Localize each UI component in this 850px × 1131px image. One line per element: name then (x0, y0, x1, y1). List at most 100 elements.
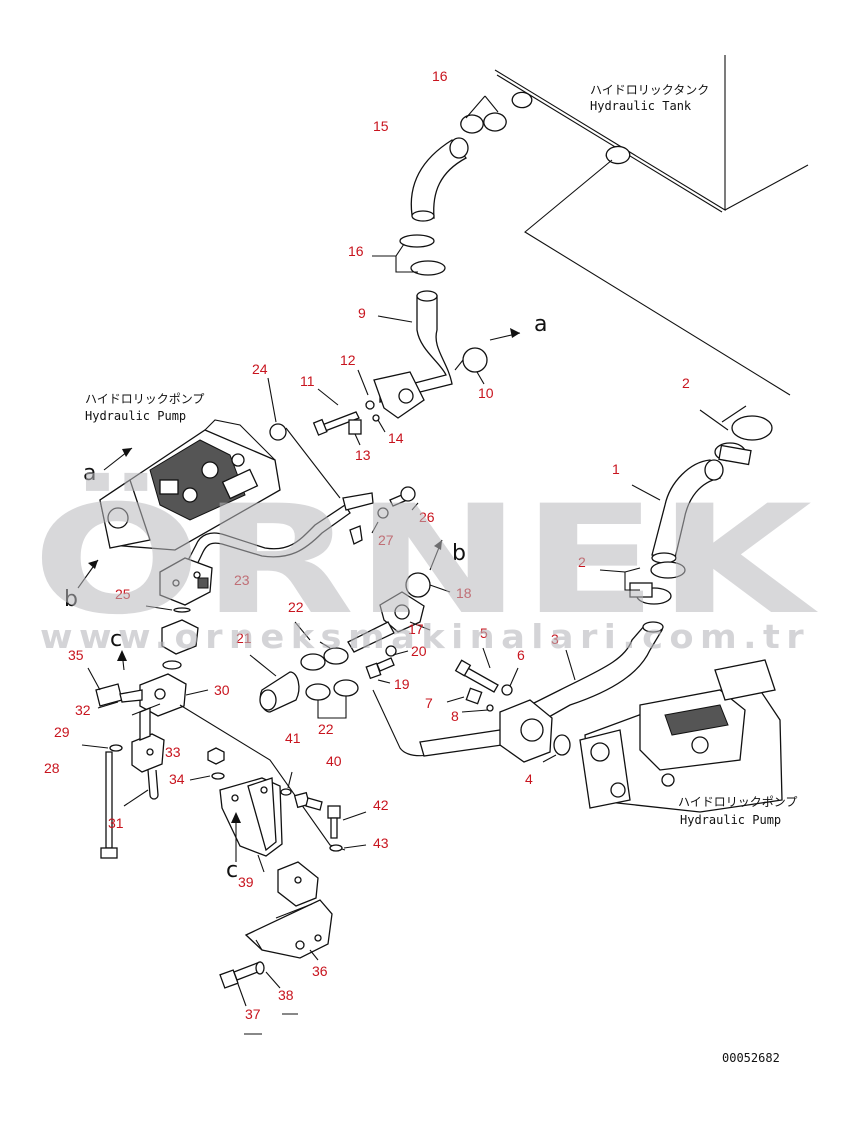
pn-16b: 16 (348, 243, 364, 259)
washer-29 (109, 744, 123, 752)
pn-32: 32 (75, 702, 91, 718)
washer-20 (385, 645, 397, 657)
pn-15: 15 (373, 118, 389, 134)
pn-2b: 2 (578, 554, 586, 570)
o-ring-lower (162, 660, 182, 670)
washer-12 (365, 400, 375, 410)
pn-21: 21 (236, 630, 252, 646)
part-numbers: 1 2 2 3 4 5 6 7 8 9 10 11 12 13 14 15 16… (44, 68, 690, 1022)
pn-18: 18 (456, 585, 472, 601)
block-30 (139, 673, 187, 717)
flange-right (499, 699, 553, 763)
washer-34 (211, 772, 225, 780)
washer-43 (329, 844, 343, 852)
pn-40: 40 (326, 753, 342, 769)
pn-16a: 16 (432, 68, 448, 84)
pn-42: 42 (373, 797, 389, 813)
block-33 (131, 733, 165, 773)
pn-28: 28 (44, 760, 60, 776)
hydraulic-tank (494, 55, 809, 396)
pn-30: 30 (214, 682, 230, 698)
pn-41: 41 (285, 730, 301, 746)
pn-36: 36 (312, 963, 328, 979)
pn-2a: 2 (682, 375, 690, 391)
pn-24: 24 (252, 361, 268, 377)
pipe-lower (419, 729, 503, 757)
bolt-5 (454, 659, 499, 693)
bolt-26 (389, 486, 416, 507)
o-ring-14 (372, 414, 380, 422)
bolt-28 (100, 751, 118, 859)
clamp-upper-36 (277, 861, 319, 907)
hose-15 (410, 137, 469, 222)
pn-37: 37 (245, 1006, 261, 1022)
pn-34: 34 (169, 771, 185, 787)
pipe-9 (377, 290, 453, 403)
fitting-35-32 (87, 667, 143, 709)
pn-23: 23 (234, 572, 250, 588)
pn-43: 43 (373, 835, 389, 851)
watermark-url: www.orneksmakinalari.com.tr (40, 617, 810, 656)
washer-27 (377, 507, 389, 519)
hose-21 (259, 671, 300, 713)
pn-20: 20 (411, 643, 427, 659)
pn-39: 39 (238, 874, 254, 890)
tank-label-en: Hydraulic Tank (590, 99, 692, 113)
pn-17: 17 (408, 621, 424, 637)
pn-38: 38 (278, 987, 294, 1003)
pn-11: 11 (300, 373, 315, 389)
bolt-7 (465, 687, 483, 705)
pump-left-label-en: Hydraulic Pump (85, 409, 186, 423)
washer-41 (280, 788, 292, 796)
ball-24 (269, 423, 287, 441)
pump-right-label-en: Hydraulic Pump (680, 813, 781, 827)
view-letter-a-left: a (83, 461, 96, 486)
pn-3: 3 (551, 631, 559, 647)
pn-4: 4 (525, 771, 533, 787)
pn-12: 12 (340, 352, 356, 368)
view-letter-b-left: b (64, 587, 78, 612)
nut-33 (207, 747, 225, 765)
pn-27: 27 (378, 532, 394, 548)
pipe-17-nipple (347, 621, 395, 653)
watermark-brand: ÖRNEK (32, 472, 818, 648)
u-bolt-31 (147, 769, 159, 800)
block-25 (159, 557, 213, 606)
bolt-40 (293, 791, 323, 811)
pn-13: 13 (355, 447, 371, 463)
hose-clamps-22 (294, 621, 359, 719)
clamp-2-upper (699, 405, 773, 466)
pn-10: 10 (478, 385, 494, 401)
ball-10 (462, 347, 488, 373)
pump-left-label-jp: ハイドロリックポンプ (85, 392, 204, 406)
view-letter-a-right: a (534, 312, 547, 337)
pn-19: 19 (394, 676, 410, 692)
pn-35: 35 (68, 647, 84, 663)
pn-7: 7 (425, 695, 433, 711)
pn-26: 26 (419, 509, 435, 525)
pn-22a: 22 (288, 599, 304, 615)
pn-29: 29 (54, 724, 70, 740)
pipe-23 (182, 492, 374, 576)
pn-9: 9 (358, 305, 366, 321)
pn-22b: 22 (318, 721, 334, 737)
watermark: ÖRNEK www.orneksmakinalari.com.tr (32, 472, 818, 656)
pn-8: 8 (451, 708, 459, 724)
hose-1 (631, 459, 724, 564)
bracket-36 (244, 899, 333, 961)
pn-1: 1 (612, 461, 620, 477)
view-letter-c-upper: c (110, 627, 122, 652)
pn-25: 25 (115, 586, 131, 602)
pn-33: 33 (165, 744, 181, 760)
bolt-13 (348, 419, 362, 435)
flange-12 (373, 371, 425, 419)
o-ring-25 (173, 607, 191, 613)
bolt-42 (327, 805, 341, 839)
o-ring-4 (553, 734, 571, 756)
tank-label-jp: ハイドロリックタンク (590, 83, 709, 97)
bolt-11 (312, 411, 360, 436)
pn-6: 6 (517, 647, 525, 663)
hydraulic-pump-right (579, 659, 783, 813)
pump-right-label-jp: ハイドロリックポンプ (678, 795, 797, 809)
